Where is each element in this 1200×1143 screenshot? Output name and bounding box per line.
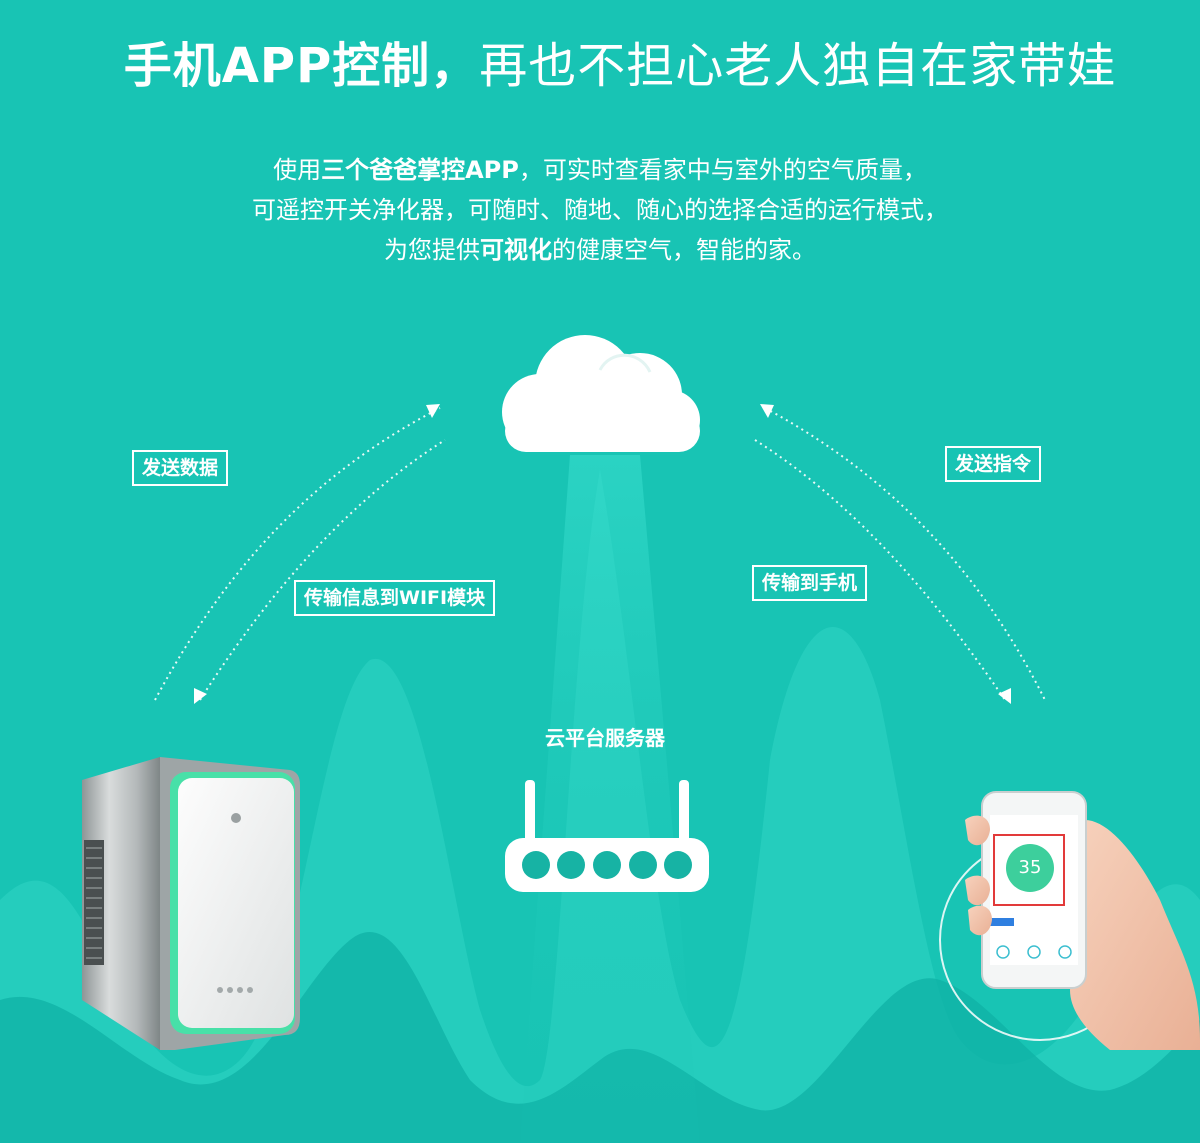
description-line-3: 为您提供可视化的健康空气，智能的家。 <box>0 230 1200 270</box>
emphasis-text: 可视化 <box>480 236 552 264</box>
transfer-wifi-label: 传输信息到WIFI模块 <box>294 580 496 616</box>
brand-logo-icon <box>231 813 241 823</box>
highlight-frame <box>993 834 1065 906</box>
cloud-beam <box>520 455 700 1143</box>
send-command-label: 发送指令 <box>945 446 1042 482</box>
description: 使用三个爸爸掌控APP，可实时查看家中与室外的空气质量， 可遥控开关净化器，可随… <box>0 150 1200 270</box>
air-quality-gauge <box>1006 844 1054 892</box>
arc-arrowheads <box>194 404 1011 704</box>
headline: 手机APP控制，再也不担心老人独自在家带娃 <box>0 34 1200 98</box>
connection-arcs <box>154 407 1046 701</box>
description-line-2: 可遥控开关净化器，可随时、随地、随心的选择合适的运行模式， <box>252 196 948 224</box>
phone-in-hand <box>939 791 1200 1050</box>
phone-reading: 35 <box>1018 857 1042 878</box>
description-text: 为您提供 <box>384 236 480 264</box>
headline-light: 再也不担心老人独自在家带娃 <box>479 38 1117 94</box>
description-text: ，可实时查看家中与室外的空气质量， <box>518 156 927 184</box>
router-icon <box>505 780 709 892</box>
description-text: 的健康空气，智能的家。 <box>552 236 816 264</box>
app-name: 三个爸爸掌控APP <box>321 156 519 184</box>
cloud-server-label: 云平台服务器 <box>545 726 665 750</box>
cloud-icon <box>502 335 700 452</box>
send-data-label: 发送数据 <box>132 450 229 486</box>
arrow-down-left-icon <box>194 688 207 704</box>
purifier-buttons <box>217 987 253 993</box>
arrow-up-right-icon <box>760 404 774 418</box>
description-line-1: 使用三个爸爸掌控APP，可实时查看家中与室外的空气质量， <box>0 150 1200 190</box>
headline-strong: 手机APP控制， <box>123 38 480 94</box>
arrow-up-left-icon <box>426 404 440 418</box>
transfer-phone-label: 传输到手机 <box>752 565 868 601</box>
arrow-down-right-icon <box>998 688 1011 704</box>
air-purifier <box>82 757 300 1050</box>
description-text: 使用 <box>273 156 322 184</box>
purifier-vent <box>84 840 104 965</box>
